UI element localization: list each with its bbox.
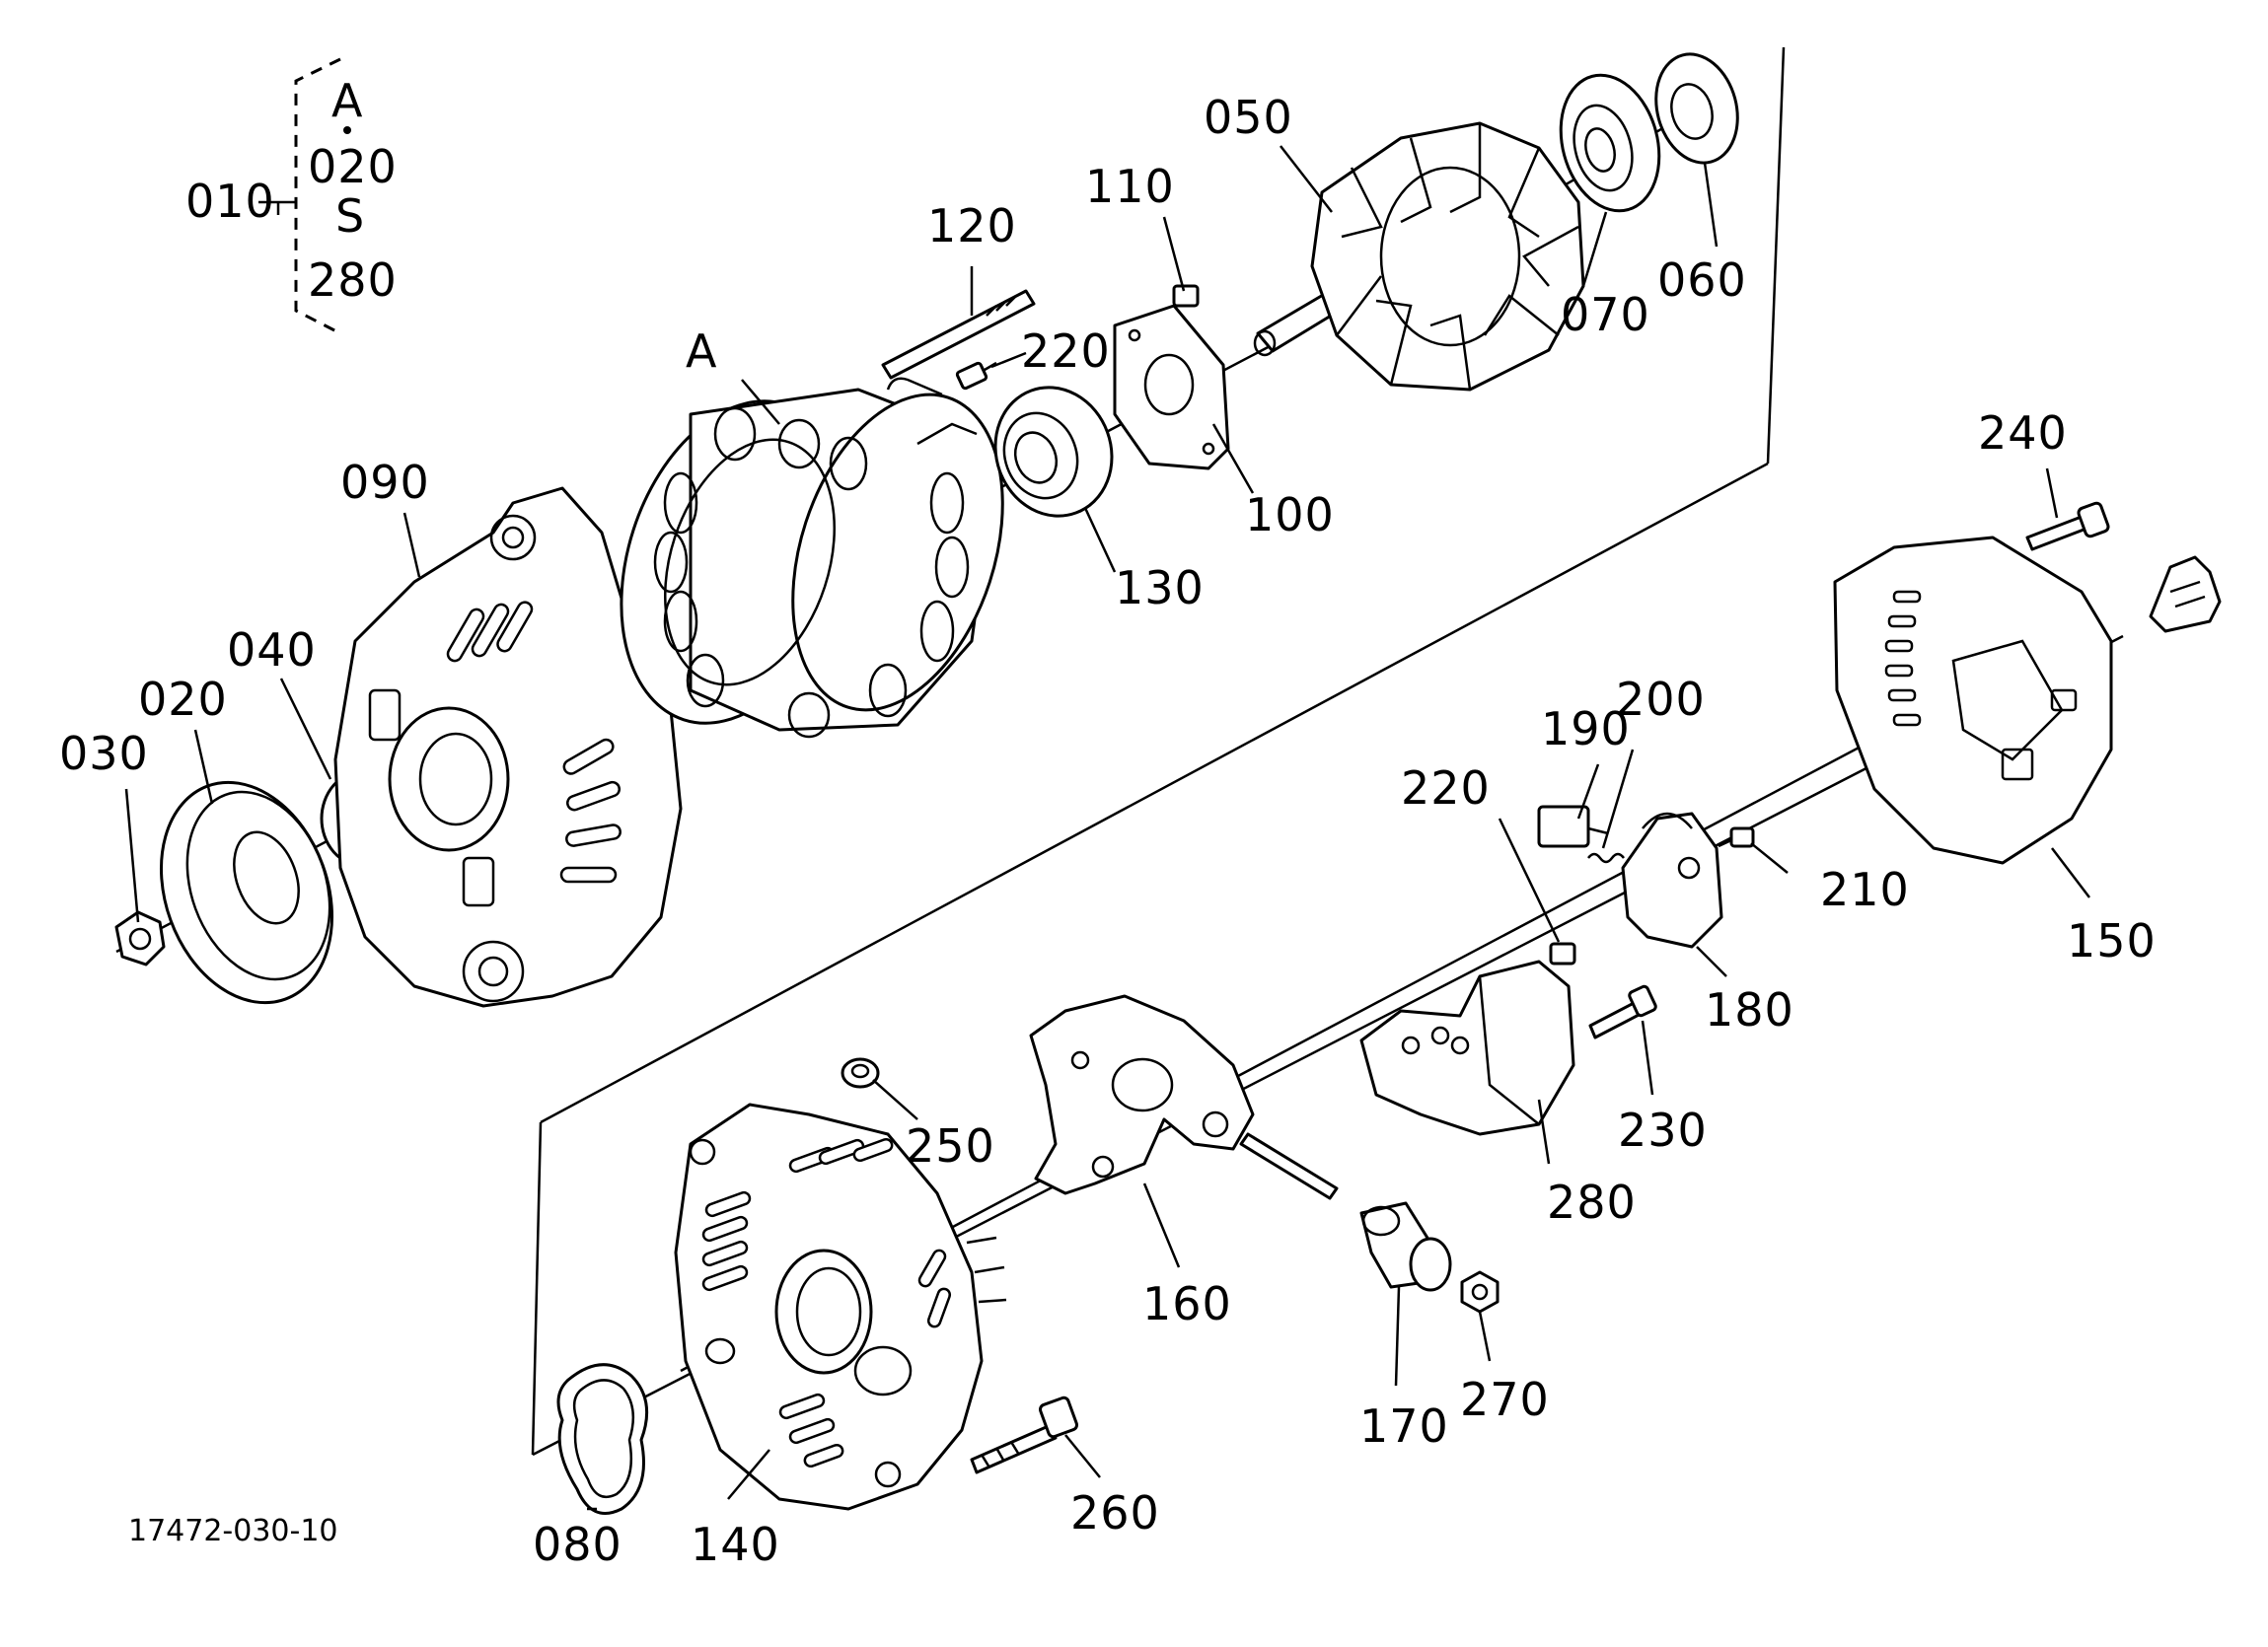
part-250-nut xyxy=(841,1057,880,1089)
part-180-brush-holder xyxy=(1621,812,1723,949)
part-070-front-bearing xyxy=(1559,73,1661,213)
part-100-retainer-plate xyxy=(1113,304,1230,470)
part-220-screw-upper xyxy=(955,361,997,391)
callout-250: 250 xyxy=(906,1119,995,1173)
part-280-regulator xyxy=(1359,960,1575,1136)
callout-a: A xyxy=(686,324,717,378)
part-150-rear-cover xyxy=(1833,536,2113,865)
callout-240: 240 xyxy=(1978,406,2068,460)
rear-housing-vent-slots xyxy=(701,1137,952,1468)
part-a-stator xyxy=(620,377,1004,739)
group-line-end: 280 xyxy=(308,253,398,307)
figure-code: 17472-030-10 xyxy=(128,1514,338,1548)
part-190-brush xyxy=(1537,805,1609,848)
part-140-rear-housing xyxy=(674,1103,1007,1511)
callout-170: 170 xyxy=(1359,1399,1449,1453)
part-220-screw-lower xyxy=(1549,942,1576,966)
part-110-screw xyxy=(1172,284,1200,308)
part-080-seal xyxy=(556,1363,649,1515)
stator-windings xyxy=(653,406,970,739)
callout-labels: 030 020 040 090 A 120 220 110 050 130 10… xyxy=(59,91,2157,1571)
assembly-number-label: 010 xyxy=(185,175,275,228)
callout-060: 060 xyxy=(1657,253,1747,307)
callout-leader-lines xyxy=(124,145,2090,1511)
callout-100: 100 xyxy=(1245,488,1335,541)
part-090-front-housing xyxy=(333,486,683,1008)
part-170-insulator xyxy=(1359,1201,1452,1292)
terminal-clip xyxy=(2149,555,2222,633)
callout-260: 260 xyxy=(1070,1486,1160,1540)
callout-150: 150 xyxy=(2067,914,2157,967)
callout-220-upper: 220 xyxy=(1021,324,1111,378)
callout-230: 230 xyxy=(1618,1104,1708,1157)
callout-070: 070 xyxy=(1561,288,1650,341)
callout-020: 020 xyxy=(138,673,228,726)
callout-210: 210 xyxy=(1820,863,1910,916)
callout-190: 190 xyxy=(1541,702,1631,755)
callout-180: 180 xyxy=(1705,983,1794,1037)
front-housing-vent-slots xyxy=(368,601,622,907)
assembly-group-bracket: 010 A 020 S 280 xyxy=(185,57,398,335)
group-line-range: S xyxy=(335,189,365,243)
part-050-rotor xyxy=(1253,121,1585,392)
callout-200: 200 xyxy=(1616,673,1706,726)
part-120-stud-bolt xyxy=(881,289,1036,380)
callout-220-lower: 220 xyxy=(1401,761,1491,815)
group-line-a: A xyxy=(331,74,363,127)
callout-280: 280 xyxy=(1547,1176,1637,1229)
group-dot xyxy=(343,126,351,134)
callout-110: 110 xyxy=(1085,160,1175,213)
callout-050: 050 xyxy=(1204,91,1293,144)
callout-130: 130 xyxy=(1115,561,1205,614)
part-130-rear-bearing xyxy=(993,386,1114,518)
callout-040: 040 xyxy=(227,623,317,677)
callout-270: 270 xyxy=(1460,1373,1550,1426)
callout-030: 030 xyxy=(59,727,149,780)
callout-090: 090 xyxy=(340,456,430,509)
part-160-rectifier xyxy=(1029,994,1255,1195)
callout-160: 160 xyxy=(1142,1277,1232,1330)
callout-080: 080 xyxy=(533,1518,622,1571)
part-060-cover xyxy=(1654,52,1739,165)
terminal-stud xyxy=(1239,1132,1339,1200)
part-270-nut xyxy=(1460,1270,1500,1314)
part-260-bolt xyxy=(970,1396,1079,1474)
part-230-screw xyxy=(1588,984,1657,1039)
callout-140: 140 xyxy=(691,1518,780,1571)
part-030-nut xyxy=(114,910,166,967)
part-200-spring xyxy=(1587,852,1625,864)
part-240-bolt xyxy=(2025,501,2110,551)
part-210-screw xyxy=(1718,826,1755,848)
group-line-start: 020 xyxy=(308,140,398,193)
callout-120: 120 xyxy=(927,199,1017,252)
